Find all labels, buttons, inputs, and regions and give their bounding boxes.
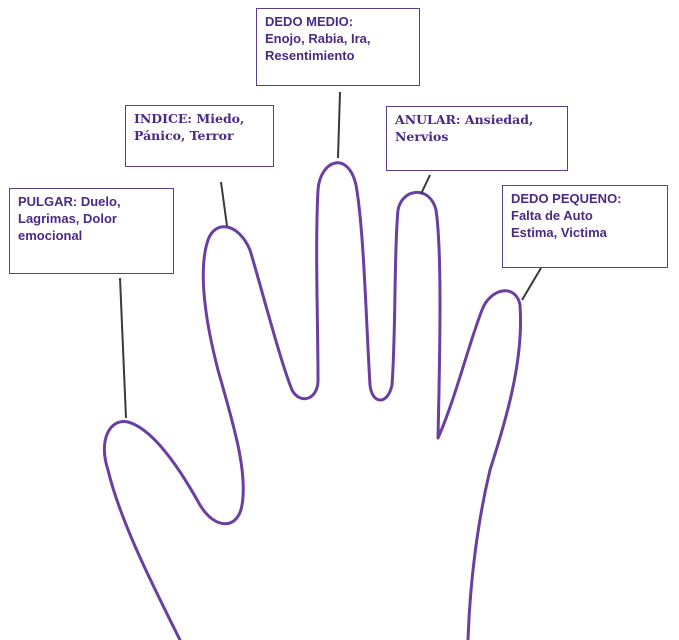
label-pequeno-line-2: Falta de Auto <box>511 207 659 224</box>
pointer-pulgar <box>120 278 126 418</box>
label-pequeno-line-1: DEDO PEQUENO: <box>511 190 659 207</box>
pointer-indice <box>221 182 227 226</box>
label-indice-line-1: INDICE: Miedo, <box>134 110 265 127</box>
label-anular-line-2: Nervios <box>395 128 559 145</box>
label-pequeno: DEDO PEQUENO: Falta de Auto Estima, Vict… <box>502 185 668 268</box>
label-pulgar-line-2: Lagrimas, Dolor <box>18 210 165 227</box>
label-pequeno-line-3: Estima, Victima <box>511 224 659 241</box>
label-medio: DEDO MEDIO: Enojo, Rabia, Ira, Resentimi… <box>256 8 420 86</box>
pointer-pequeno <box>522 268 541 300</box>
label-anular: ANULAR: Ansiedad, Nervios <box>386 106 568 171</box>
label-pulgar-line-1: PULGAR: Duelo, <box>18 193 165 210</box>
label-pulgar-line-3: emocional <box>18 227 165 244</box>
label-anular-line-1: ANULAR: Ansiedad, <box>395 111 559 128</box>
label-indice: INDICE: Miedo, Pánico, Terror <box>125 105 274 167</box>
label-medio-line-1: DEDO MEDIO: <box>265 13 411 30</box>
label-pulgar: PULGAR: Duelo, Lagrimas, Dolor emocional <box>9 188 174 274</box>
pointer-medio <box>338 92 340 158</box>
pointer-anular <box>421 175 430 194</box>
label-medio-line-2: Enojo, Rabia, Ira, <box>265 30 411 47</box>
label-indice-line-2: Pánico, Terror <box>134 127 265 144</box>
label-medio-line-3: Resentimiento <box>265 47 411 64</box>
